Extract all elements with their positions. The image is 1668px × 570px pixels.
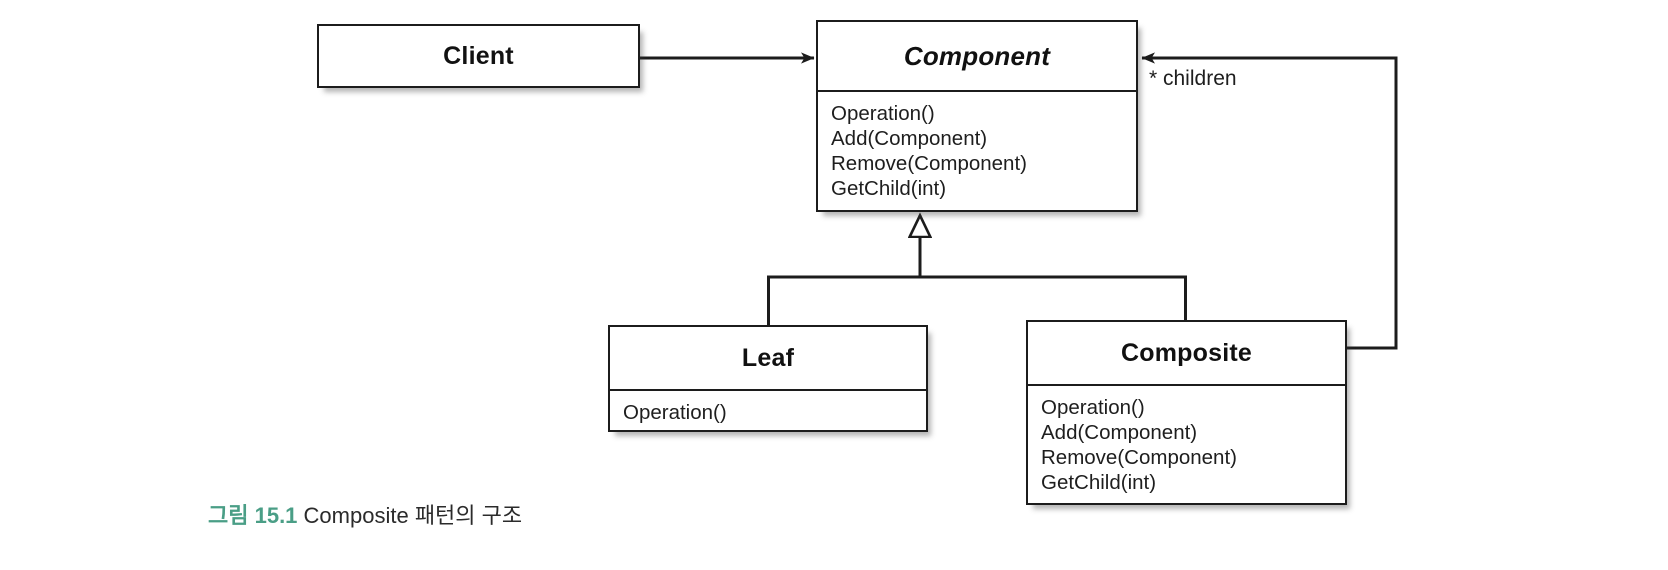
operation-item: GetChild(int) bbox=[831, 177, 947, 200]
operations-compartment-composite: Operation() Add(Component) Remove(Compon… bbox=[1028, 384, 1345, 504]
figure-caption: 그림 15.1 Composite 패턴의 구조 bbox=[208, 498, 522, 530]
association-label-children: * children bbox=[1149, 67, 1237, 90]
operation-item: GetChild(int) bbox=[1041, 471, 1157, 494]
uml-class-composite[interactable]: Composite Operation() Add(Component) Rem… bbox=[1026, 320, 1347, 505]
uml-class-component[interactable]: Component Operation() Add(Component) Rem… bbox=[816, 20, 1138, 212]
operation-item: Operation() bbox=[831, 102, 935, 125]
edge-composite-children-association bbox=[1141, 52, 1398, 350]
class-name-composite: Composite bbox=[1121, 338, 1252, 367]
figure-caption-number: 그림 15.1 bbox=[208, 503, 298, 528]
class-name-client: Client bbox=[443, 41, 514, 70]
operation-item: Add(Component) bbox=[831, 127, 988, 150]
operation-item: Remove(Component) bbox=[831, 152, 1027, 175]
uml-class-leaf[interactable]: Leaf Operation() bbox=[608, 325, 928, 432]
class-name-component: Component bbox=[903, 40, 1051, 71]
operation-item: Operation() bbox=[623, 401, 727, 424]
uml-class-client[interactable]: Client bbox=[317, 24, 640, 88]
operations-compartment-component: Operation() Add(Component) Remove(Compon… bbox=[818, 90, 1136, 211]
operation-item: Remove(Component) bbox=[1041, 446, 1237, 469]
figure-caption-text: Composite 패턴의 구조 bbox=[303, 503, 523, 528]
class-name-leaf: Leaf bbox=[741, 343, 795, 372]
operation-item: Add(Component) bbox=[1041, 421, 1198, 444]
operations-compartment-leaf: Operation() bbox=[610, 389, 926, 431]
operation-item: Operation() bbox=[1041, 396, 1145, 419]
